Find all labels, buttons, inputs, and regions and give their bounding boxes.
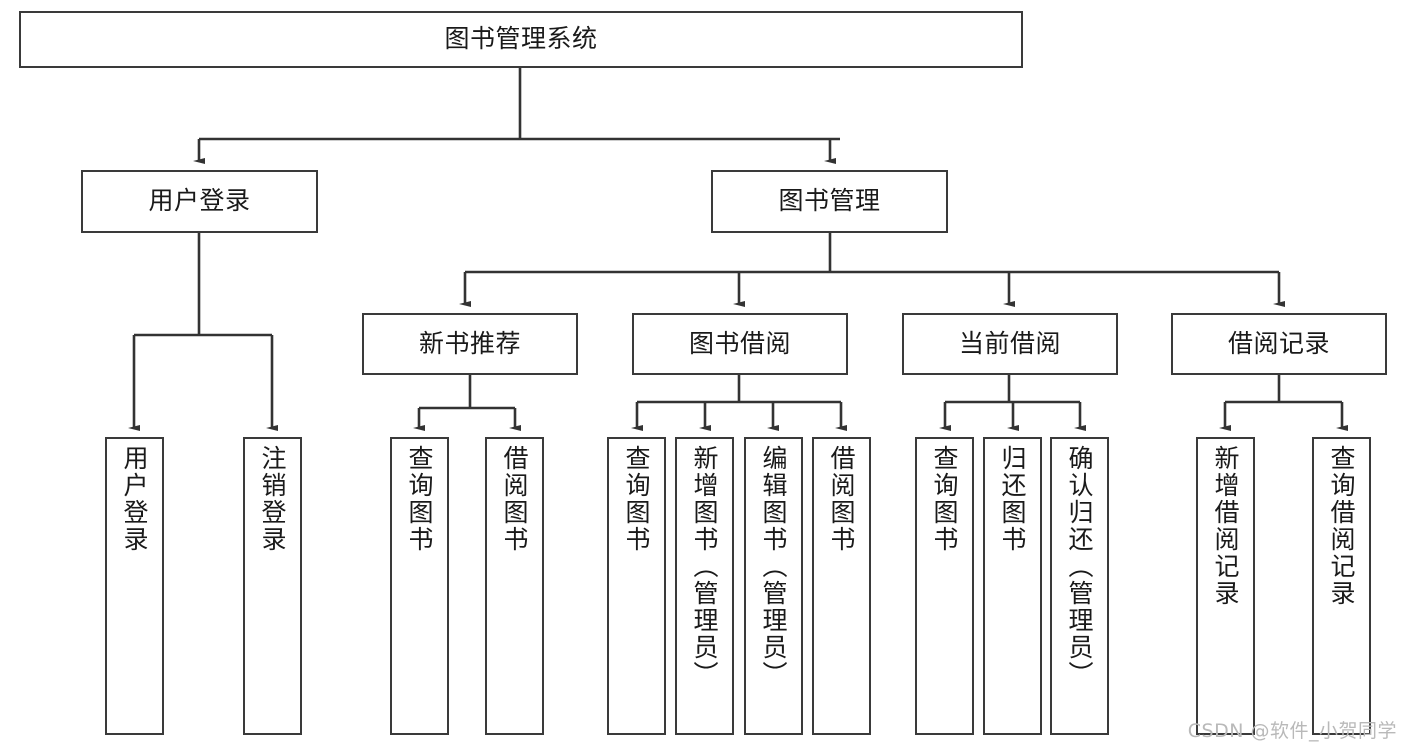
node-new-book-recommend[interactable]: 新书推荐 xyxy=(362,313,578,375)
node-label: 查询图书 xyxy=(930,445,959,553)
node-label: 图书管理 xyxy=(778,186,881,216)
node-leaf-query-book-recommend[interactable]: 查询图书 xyxy=(390,437,449,735)
node-label: 借阅图书 xyxy=(500,445,529,553)
node-book-borrow[interactable]: 图书借阅 xyxy=(632,313,848,375)
node-label: 用户登录 xyxy=(148,186,251,216)
node-leaf-logout[interactable]: 注销登录 xyxy=(243,437,302,735)
node-leaf-add-borrow-record[interactable]: 新增借阅记录 xyxy=(1196,437,1255,735)
node-label: 确认归还（管理员） xyxy=(1065,445,1094,688)
node-leaf-query-borrow-record[interactable]: 查询借阅记录 xyxy=(1312,437,1371,735)
node-current-borrow[interactable]: 当前借阅 xyxy=(902,313,1118,375)
node-root-book-management-system[interactable]: 图书管理系统 xyxy=(19,11,1023,68)
node-label: 归还图书 xyxy=(998,445,1027,553)
node-label: 借阅图书 xyxy=(827,445,856,553)
node-label: 借阅记录 xyxy=(1227,328,1330,358)
node-leaf-borrow-book[interactable]: 借阅图书 xyxy=(812,437,871,735)
node-book-management[interactable]: 图书管理 xyxy=(711,170,948,233)
node-leaf-borrow-book-recommend[interactable]: 借阅图书 xyxy=(485,437,544,735)
node-label: 查询借阅记录 xyxy=(1327,445,1356,607)
node-user-login[interactable]: 用户登录 xyxy=(81,170,318,233)
node-borrow-record[interactable]: 借阅记录 xyxy=(1171,313,1387,375)
node-label: 查询图书 xyxy=(622,445,651,553)
node-label: 新增借阅记录 xyxy=(1211,445,1240,607)
node-leaf-return-book[interactable]: 归还图书 xyxy=(983,437,1042,735)
node-label: 新书推荐 xyxy=(418,328,521,358)
node-label: 当前借阅 xyxy=(958,328,1061,358)
node-label: 注销登录 xyxy=(258,445,287,553)
node-leaf-query-book-borrow[interactable]: 查询图书 xyxy=(607,437,666,735)
node-label: 用户登录 xyxy=(120,445,149,553)
node-label: 图书借阅 xyxy=(688,328,791,358)
node-label: 新增图书（管理员） xyxy=(690,445,719,688)
watermark-text: CSDN @软件_小贺同学 xyxy=(1187,720,1397,742)
node-leaf-user-login[interactable]: 用户登录 xyxy=(105,437,164,735)
node-label: 编辑图书（管理员） xyxy=(759,445,788,688)
node-label: 查询图书 xyxy=(405,445,434,553)
node-leaf-query-book-current[interactable]: 查询图书 xyxy=(915,437,974,735)
node-label: 图书管理系统 xyxy=(444,24,598,54)
node-leaf-add-book-admin[interactable]: 新增图书（管理员） xyxy=(675,437,734,735)
node-leaf-confirm-return-admin[interactable]: 确认归还（管理员） xyxy=(1050,437,1109,735)
node-leaf-edit-book-admin[interactable]: 编辑图书（管理员） xyxy=(744,437,803,735)
